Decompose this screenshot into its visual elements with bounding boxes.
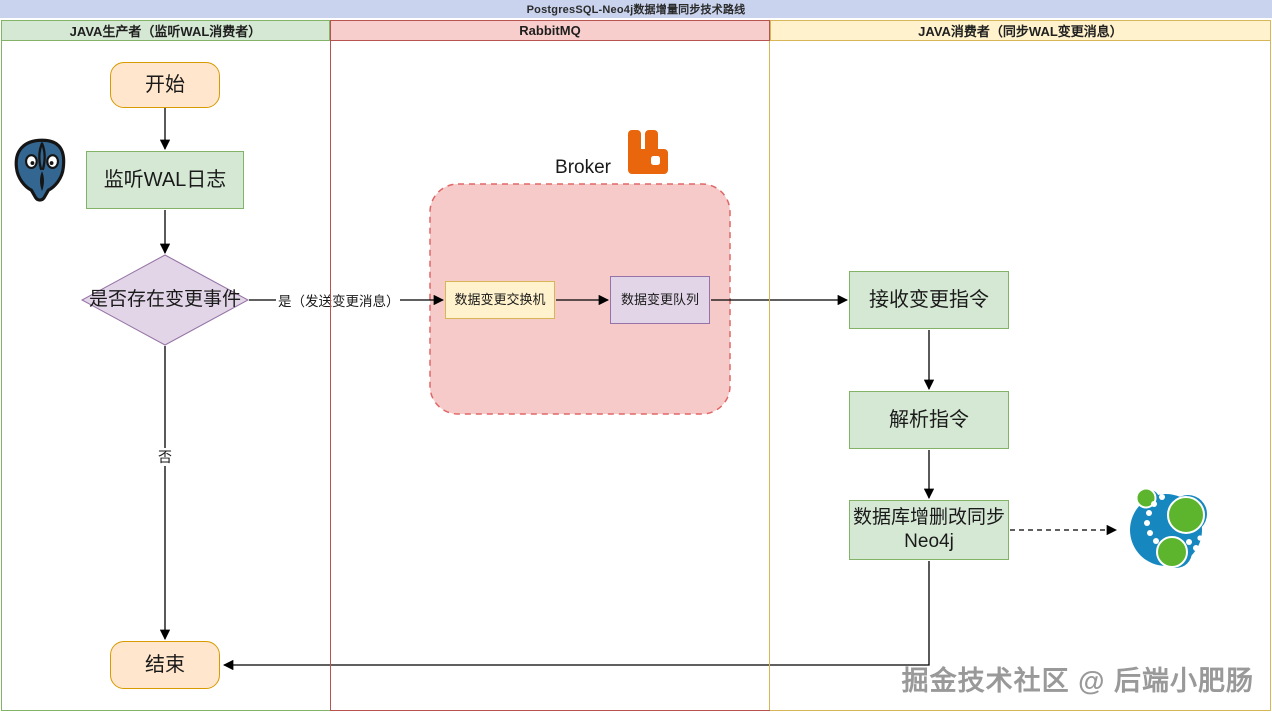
broker-label: Broker — [555, 157, 611, 178]
node-end: 结束 — [110, 641, 220, 689]
lane-bottom-rabbitmq — [330, 710, 770, 711]
diagram-title: PostgresSQL-Neo4j数据增量同步技术路线 — [0, 0, 1272, 18]
lane-header-producer: JAVA生产者（监听WAL消费者） — [1, 20, 330, 41]
edge-label-yes: 是（发送变更消息） — [276, 291, 400, 309]
arrow-sync-to-end — [222, 561, 930, 671]
neo4j-logo-icon — [1130, 487, 1207, 568]
lane-bottom-consumer — [770, 710, 1271, 711]
node-parse: 解析指令 — [849, 391, 1009, 449]
lane-header-consumer: JAVA消费者（同步WAL变更消息） — [770, 20, 1271, 41]
lane-border-right — [1270, 41, 1271, 710]
node-receive: 接收变更指令 — [849, 271, 1009, 329]
broker-container — [429, 183, 731, 415]
postgresql-logo-icon — [14, 138, 66, 202]
node-listen-wal: 监听WAL日志 — [86, 151, 244, 209]
lane-border-left — [1, 41, 2, 710]
edge-label-no: 否 — [154, 448, 176, 466]
node-exchange: 数据变更交换机 — [445, 281, 555, 319]
lane-divider-rabbitmq-consumer — [769, 41, 770, 710]
node-sync-neo4j: 数据库增删改同步 Neo4j — [849, 500, 1009, 560]
node-decision: 是否存在变更事件 — [88, 289, 241, 311]
lane-header-rabbitmq: RabbitMQ — [330, 20, 770, 41]
watermark: 掘金技术社区 @ 后端小肥肠 — [901, 666, 1254, 696]
lane-divider-producer-rabbitmq — [330, 41, 331, 710]
decision-diamond-shape — [80, 254, 250, 346]
node-queue: 数据变更队列 — [610, 276, 710, 324]
node-start: 开始 — [110, 62, 220, 108]
lane-bottom-producer — [1, 710, 330, 711]
rabbitmq-logo-icon — [628, 130, 668, 174]
